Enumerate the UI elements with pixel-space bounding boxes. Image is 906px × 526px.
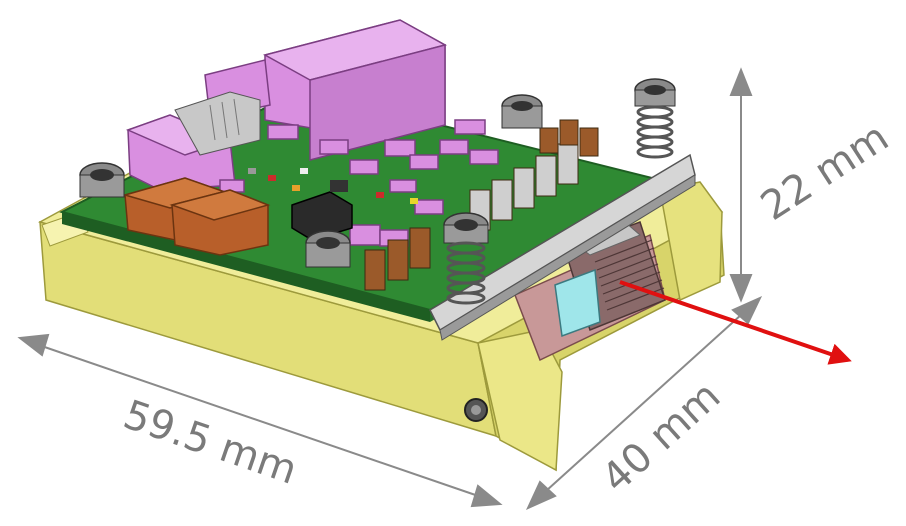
lens-block [554,268,601,338]
screw-front-left [79,162,125,198]
dimension-arrows [17,67,763,510]
width-label: 40 mm [593,373,729,502]
spring-screw-back [634,78,676,159]
length-label: 59.5 mm [118,392,303,494]
height-label: 22 mm [753,114,897,230]
screw-front-mid [305,230,351,268]
spring-screw-front [443,212,489,305]
width-arrow [535,304,753,501]
smd-parts [248,168,418,204]
clamp-bar [429,153,696,341]
brown-capacitors [122,177,271,256]
length-arrow [29,341,491,501]
screw-back [501,94,543,129]
magenta-components [125,19,499,247]
small-ic [330,180,348,192]
red-output-arrow [619,280,852,365]
connector [174,91,261,156]
